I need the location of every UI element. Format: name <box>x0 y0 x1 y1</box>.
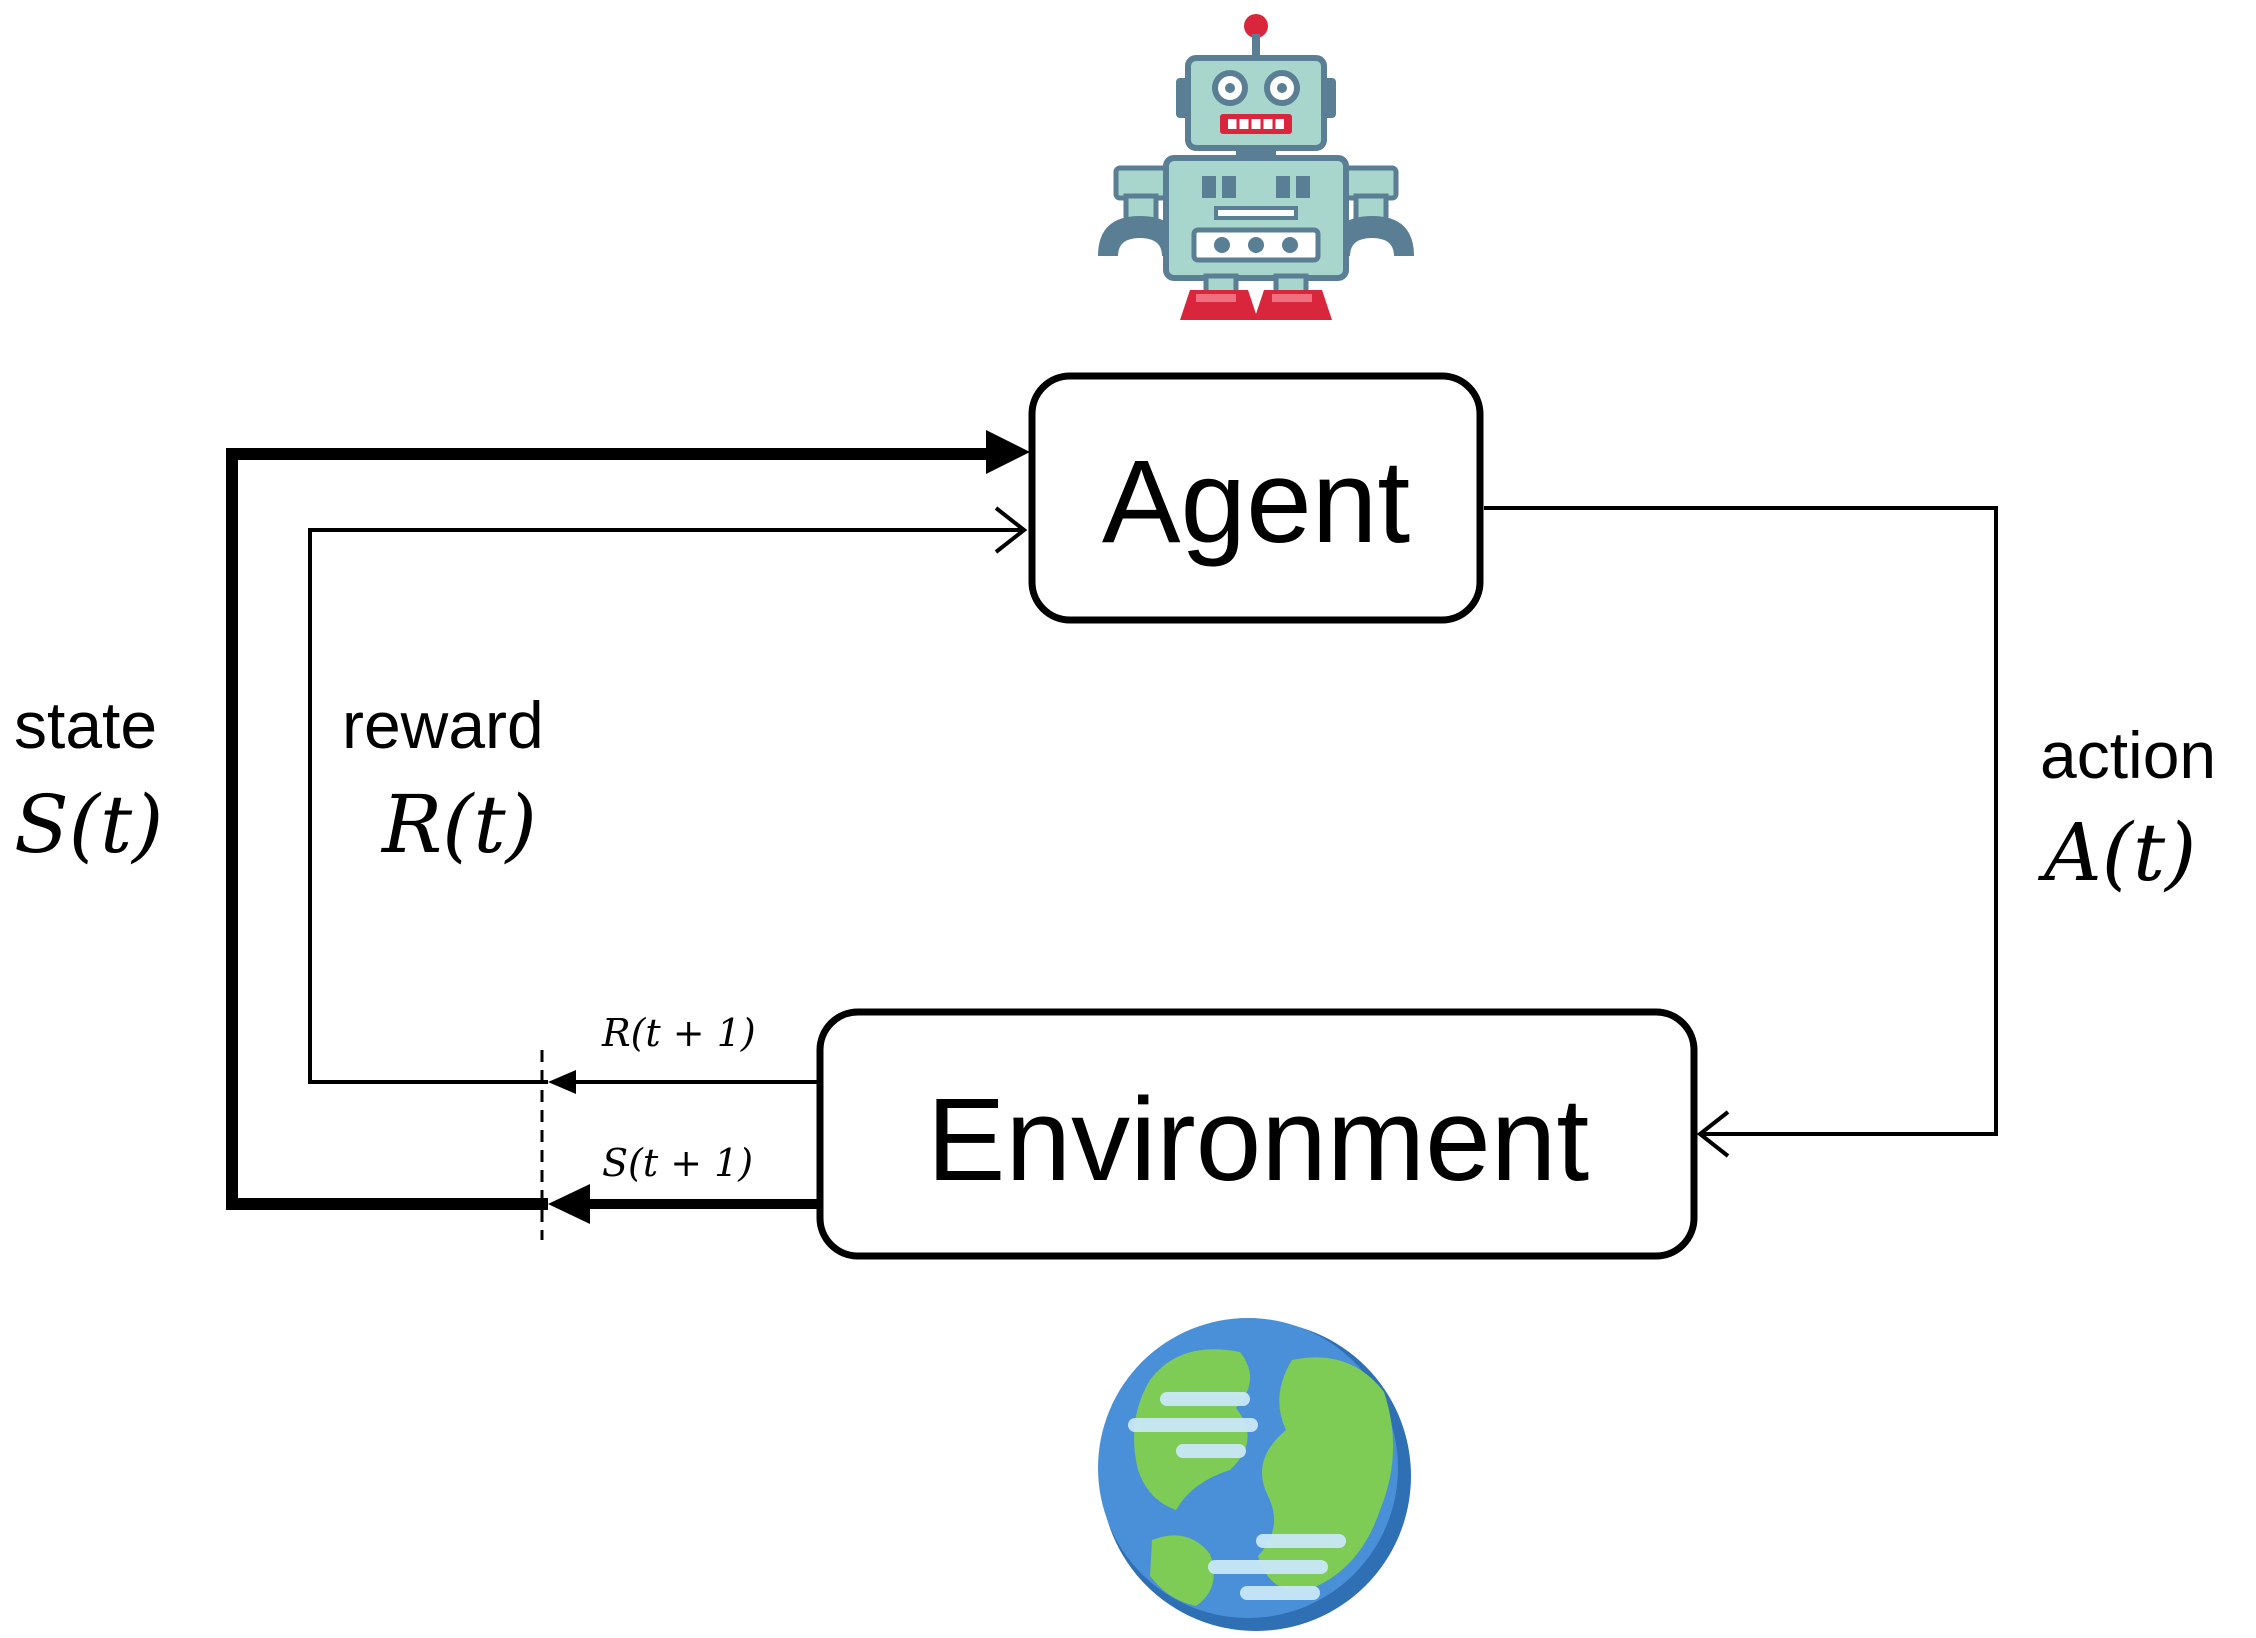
action-edge <box>1484 506 1998 1158</box>
next-state-arrowhead <box>548 1184 590 1224</box>
next-reward-arrowhead <box>548 1070 576 1094</box>
state-edge <box>226 430 1030 1224</box>
robot-icon <box>1098 14 1414 320</box>
action-path <box>1484 506 1998 1136</box>
next-reward-symbol: R(t + 1) <box>601 1011 756 1055</box>
state-arrowhead <box>986 430 1030 474</box>
environment-box <box>816 1008 1698 1260</box>
state-path <box>226 448 990 1210</box>
reward-path <box>308 528 1024 1084</box>
reward-edge <box>308 506 1028 1094</box>
reward-symbol: R(t) <box>380 778 537 871</box>
agent-node: Agent <box>1028 372 1484 624</box>
environment-node: Environment <box>816 1008 1698 1260</box>
reward-arrowhead <box>994 506 1028 554</box>
action-arrowhead <box>1696 1110 1730 1158</box>
earth-globe-icon <box>1098 1318 1411 1631</box>
agent-label: Agent <box>1102 436 1410 568</box>
environment-label: Environment <box>927 1074 1589 1206</box>
next-state-symbol: S(t + 1) <box>602 1141 753 1185</box>
reward-word: reward <box>342 688 544 762</box>
action-word: action <box>2040 718 2216 792</box>
action-symbol: A(t) <box>2037 806 2196 899</box>
state-word: state <box>14 688 157 762</box>
state-symbol: S(t) <box>14 778 163 871</box>
agent-box <box>1028 372 1484 624</box>
